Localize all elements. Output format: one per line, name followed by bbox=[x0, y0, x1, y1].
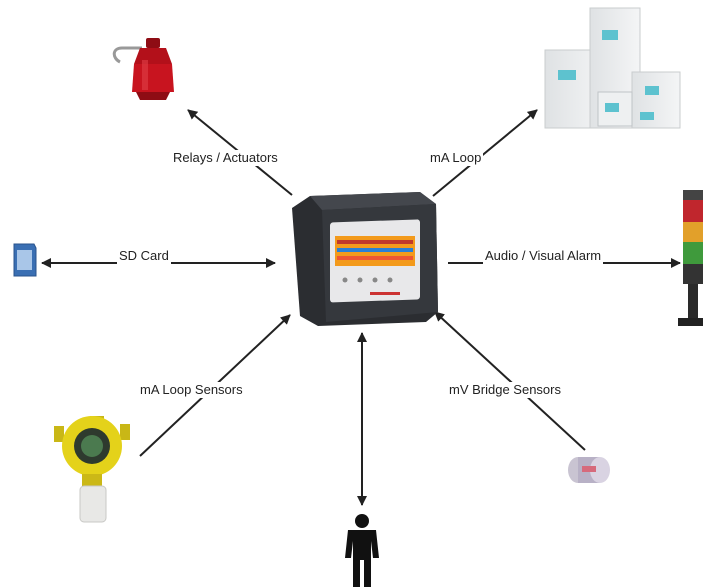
control-cabinet-icon bbox=[544, 7, 681, 129]
gas-detection-controller-icon bbox=[292, 192, 438, 326]
stack-light-icon bbox=[678, 190, 703, 326]
label-audio-visual-alarm: Audio / Visual Alarm bbox=[483, 248, 604, 264]
arrow-ma-loop bbox=[432, 109, 538, 197]
label-relays-actuators: Relays / Actuators bbox=[171, 150, 280, 166]
label-sd-card: SD Card bbox=[117, 248, 171, 264]
label-mv-bridge-sensors: mV Bridge Sensors bbox=[447, 382, 563, 398]
sd-card-icon bbox=[13, 243, 37, 277]
person-icon bbox=[345, 514, 379, 587]
gas-detector-icon bbox=[54, 416, 130, 523]
beacon-relay-icon bbox=[112, 38, 174, 100]
catalytic-bead-sensor-icon bbox=[568, 457, 610, 483]
arrow-mv-bridge-sensors bbox=[434, 311, 586, 451]
label-ma-loop: mA Loop bbox=[428, 150, 484, 166]
label-ma-loop-sensors: mA Loop Sensors bbox=[138, 382, 245, 398]
